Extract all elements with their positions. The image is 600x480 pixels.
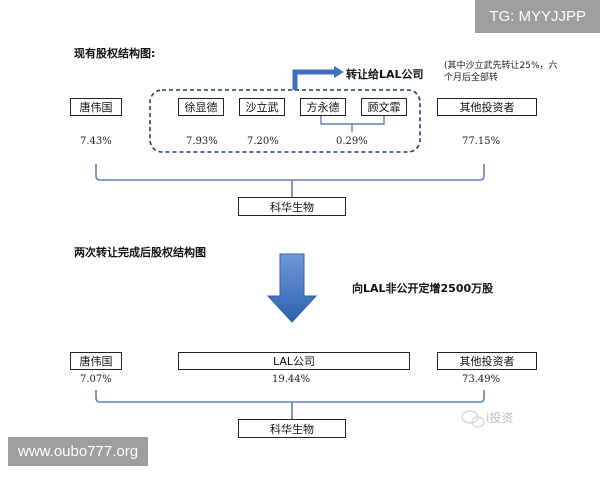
transfer-label: 转让给LAL公司 xyxy=(346,68,424,81)
company-box-before: 科华生物 xyxy=(238,197,346,216)
pct-lal: 19.44% xyxy=(272,374,311,385)
wechat-logo-icon xyxy=(461,410,485,428)
logo-watermark-text: i投资 xyxy=(486,411,514,425)
shareholder-box-other-investors: 其他投资者 xyxy=(437,98,537,116)
shareholder-box-xuxiande: 徐显德 xyxy=(178,98,224,116)
transfer-note: (其中沙立武先转让25%，六个月后全部转 xyxy=(444,61,558,83)
down-arrow xyxy=(266,253,318,323)
shareholder-box-fangyongde: 方永德 xyxy=(300,98,346,116)
shareholder-box-guwenfei: 顾文霏 xyxy=(361,98,407,116)
pct-xuxiande: 7.93% xyxy=(186,136,218,147)
bottom-watermark-tag: www.oubo777.org xyxy=(8,437,149,466)
pair-bracket xyxy=(320,116,385,125)
shareholder-box-lal: LAL公司 xyxy=(178,352,410,370)
shareholder-box-tangweiguo-after: 唐伟国 xyxy=(70,352,122,370)
transfer-arrow xyxy=(292,69,334,90)
pct-shaliwu: 7.20% xyxy=(247,136,279,147)
top-watermark-tag: TG: MYYJJPP xyxy=(475,0,600,33)
pct-pair: 0.29% xyxy=(336,136,368,147)
pct-tangweiguo-after: 7.07% xyxy=(80,374,112,385)
top-bracket xyxy=(95,164,485,181)
pct-other-investors-after: 73.49% xyxy=(462,374,501,385)
pct-other-investors: 77.15% xyxy=(462,136,501,147)
shareholder-box-tangweiguo: 唐伟国 xyxy=(70,98,122,116)
before-heading: 现有股权结构图: xyxy=(74,47,156,60)
transfer-arrow-head xyxy=(334,66,344,78)
after-heading: 两次转让完成后股权结构图 xyxy=(74,246,206,259)
pct-tangweiguo: 7.43% xyxy=(80,136,112,147)
dashed-group-outline xyxy=(149,89,421,153)
shareholder-box-shaliwu: 沙立武 xyxy=(239,98,285,116)
placement-label: 向LAL非公开定增2500万股 xyxy=(352,282,494,295)
bottom-bracket xyxy=(95,390,485,403)
shareholder-box-other-investors-after: 其他投资者 xyxy=(437,352,537,370)
company-box-after: 科华生物 xyxy=(238,419,346,438)
